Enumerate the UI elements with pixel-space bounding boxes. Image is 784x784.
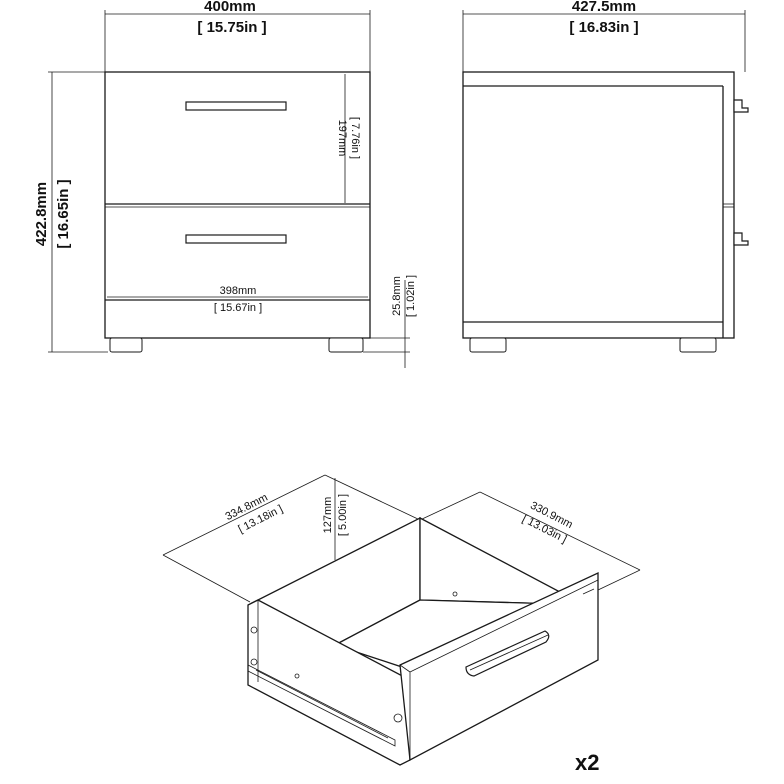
- drawer-width-dimension-line: [162, 474, 326, 556]
- drawer-height-in: [ 7.76in ]: [349, 117, 361, 159]
- drawer-runner-rail: [247, 664, 396, 747]
- side-right-foot: [679, 337, 717, 353]
- foot-height-in: [ 1.02in ]: [405, 275, 417, 317]
- left-side-hole-bottom: [250, 658, 258, 666]
- drawer-quantity: x2: [575, 750, 599, 775]
- front-width-mm: 400mm: [204, 0, 256, 15]
- drawer-depth-extension-front: [597, 569, 641, 591]
- back-panel-screw: [452, 591, 458, 597]
- drawer-depth-height-mm: 127mm: [322, 497, 334, 534]
- side-depth-mm: 427.5mm: [572, 0, 636, 15]
- drawer-depth-dimension-line: [479, 491, 641, 571]
- front-left-foot: [109, 337, 143, 353]
- front-height-in: [ 16.65in ]: [55, 179, 72, 248]
- drawer-front-bevel: [409, 579, 599, 673]
- foot-height-mm: 25.8mm: [391, 276, 403, 316]
- top-drawer-handle: [185, 101, 287, 111]
- drawer-runner-detail: [255, 669, 389, 739]
- left-side-hole-front: [393, 713, 403, 723]
- front-width-in: [ 15.75in ]: [197, 19, 266, 36]
- side-depth-in: [ 16.83in ]: [569, 19, 638, 36]
- front-right-foot: [328, 337, 364, 353]
- cabinet-body: [104, 71, 371, 339]
- side-view: 427.5mm [ 16.83in ]: [462, 0, 749, 353]
- side-handle-top: [733, 99, 749, 113]
- drawer-detail: 334.8mm [ 13.18in ] 127mm [ 5.00in ] 330…: [162, 474, 641, 775]
- drawer-height-mm: 197mm: [336, 120, 348, 157]
- drawer-width-extension-back: [324, 474, 421, 521]
- drawer-width-extension-front: [162, 554, 251, 603]
- inner-width-mm: 398mm: [220, 285, 257, 297]
- drawer-depth-height-in: [ 5.00in ]: [337, 494, 349, 536]
- drawer-front-panel: [399, 571, 599, 762]
- side-left-foot: [469, 337, 507, 353]
- drawer-front-mark: [582, 588, 595, 595]
- inner-width-in: [ 15.67in ]: [214, 302, 262, 314]
- cabinet-side-body: [462, 71, 735, 339]
- bottom-drawer-handle: [185, 234, 287, 244]
- front-height-mm: 422.8mm: [33, 182, 50, 246]
- drawer-handle-highlight: [469, 634, 549, 671]
- front-view: 400mm [ 15.75in ] 422.8mm [ 16.65in ] 19…: [33, 0, 417, 368]
- drawer-front-top-edge: [399, 664, 411, 673]
- left-side-screw: [294, 673, 300, 679]
- side-handle-bottom: [733, 232, 749, 246]
- left-side-hole-top: [250, 626, 258, 634]
- drawer-depth-extension-back: [419, 491, 481, 521]
